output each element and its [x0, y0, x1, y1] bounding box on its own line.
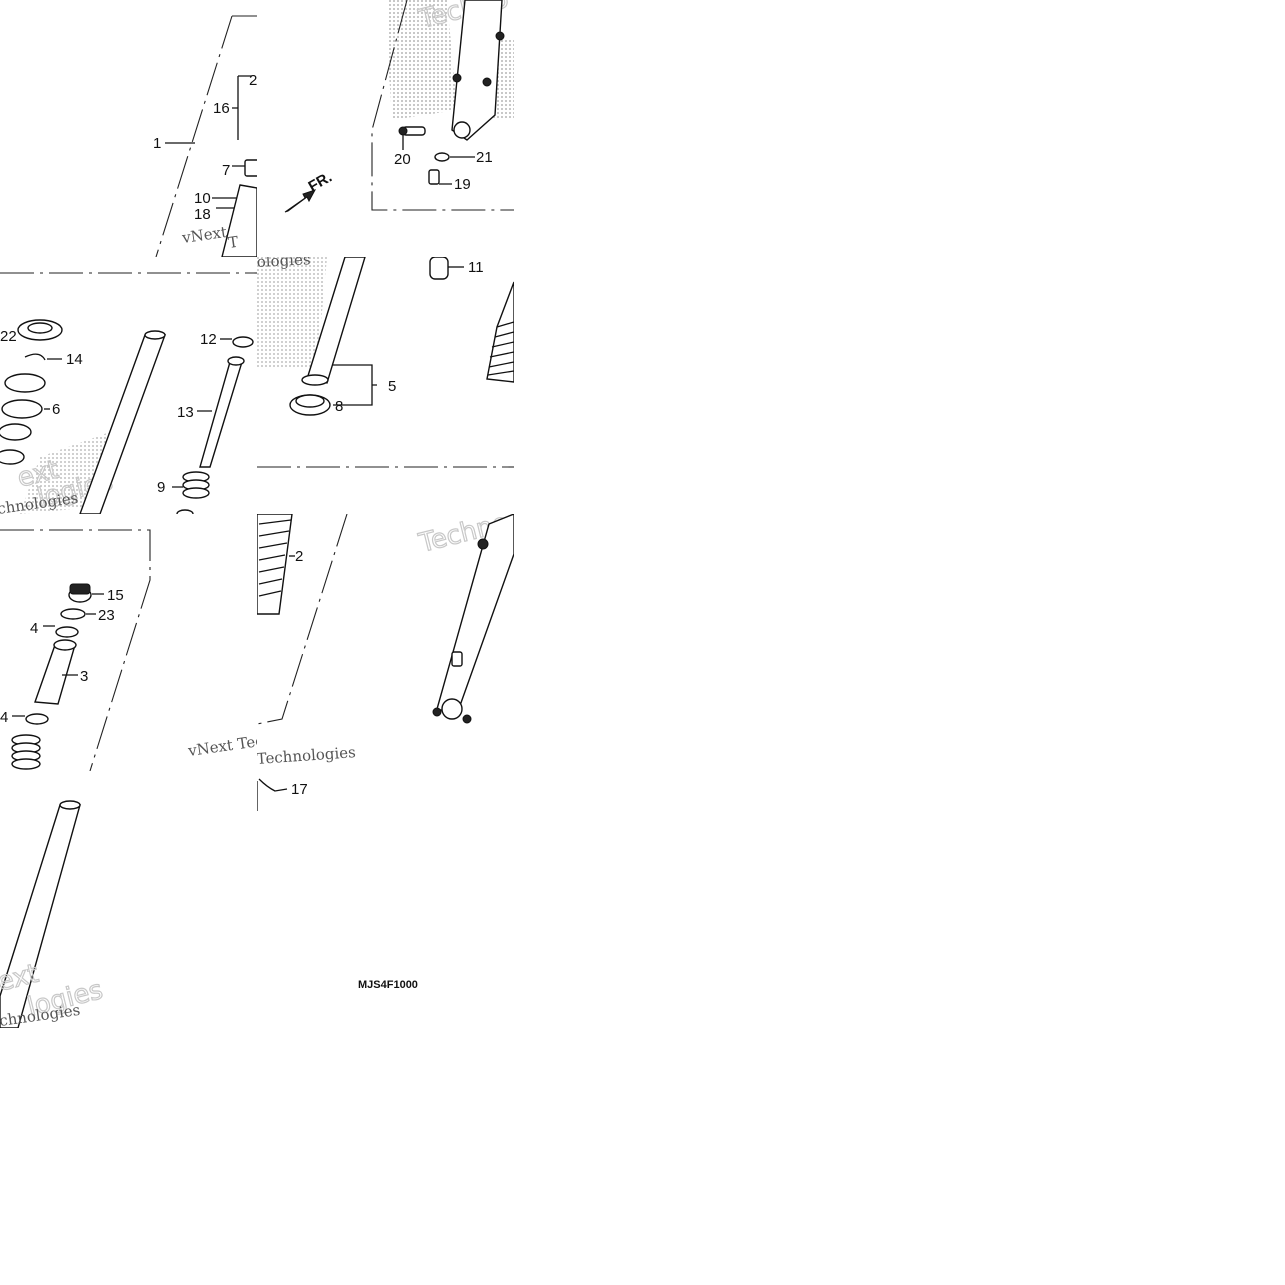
- callout-9: 9: [157, 479, 165, 496]
- spring-2-upper: [486, 281, 514, 383]
- callout-8: 8: [335, 398, 343, 415]
- callout-3: 3: [80, 668, 88, 685]
- spring-9: [182, 471, 210, 499]
- callout-10: 10: [194, 190, 211, 207]
- callout-7: 7: [222, 162, 230, 179]
- callout-12: 12: [200, 331, 217, 348]
- callout-17: 17: [291, 781, 308, 798]
- svg-text:vNext Tec: vNext Tec: [186, 732, 257, 761]
- tile-bottom-right: Techno 2 Technologies: [257, 514, 514, 771]
- callout-16: 16: [213, 100, 230, 117]
- spring-2-lower: [257, 514, 293, 615]
- callout-18: 18: [194, 206, 211, 223]
- callout-4-upper: 4: [30, 620, 38, 637]
- svg-text:Technologies: Technologies: [257, 743, 356, 768]
- tile-middle-right: ologies 11 5 8: [257, 257, 514, 514]
- tile-lower-right: 17 MJS4F1000: [257, 771, 514, 1028]
- tile-top-right: Techno FR. 20 21 19: [257, 0, 514, 257]
- callout-15: 15: [107, 587, 124, 604]
- spring-lower-left: [11, 734, 41, 770]
- callout-14: 14: [66, 351, 83, 368]
- callout-2-lower: 2: [295, 548, 303, 565]
- callout-11: 11: [468, 259, 484, 276]
- tile-bottom-left: 15 23 4 3 4 vNext Tec: [0, 514, 257, 771]
- callout-21: 21: [476, 149, 493, 166]
- tile-middle-left: ext logies 22 14 6: [0, 257, 257, 514]
- callout-23: 23: [98, 607, 115, 624]
- callout-2: 2: [249, 72, 257, 89]
- callout-5: 5: [388, 378, 396, 395]
- callout-4-lower: 4: [0, 709, 8, 726]
- callout-1: 1: [153, 135, 161, 152]
- callout-13: 13: [177, 404, 194, 421]
- svg-text:T: T: [227, 233, 239, 252]
- callout-19: 19: [454, 176, 471, 193]
- callout-6: 6: [52, 401, 60, 418]
- callout-20: 20: [394, 151, 411, 168]
- tile-top-left: 2 16 1 7 10 18 vNext T: [0, 0, 257, 257]
- tile-lower-left: ext logies chnologies: [0, 771, 257, 1028]
- svg-text:ologies: ologies: [257, 257, 311, 271]
- callout-22: 22: [0, 328, 17, 345]
- diagram-code: MJS4F1000: [358, 979, 418, 991]
- watermark-text: vNext: [180, 223, 228, 247]
